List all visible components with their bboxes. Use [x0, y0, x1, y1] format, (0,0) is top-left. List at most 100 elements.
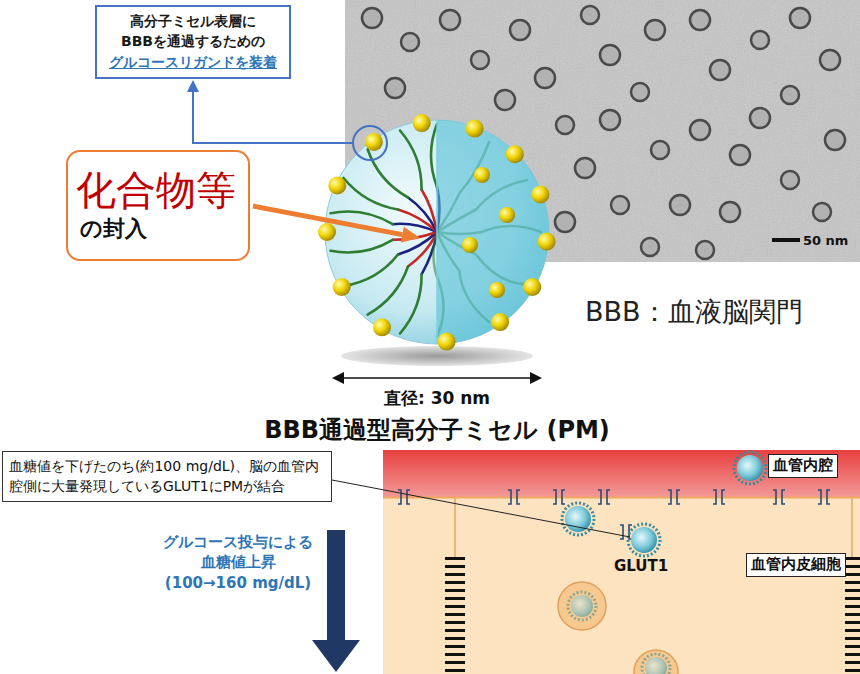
ligand-leader: [353, 126, 387, 160]
diameter-arrow: [530, 372, 542, 384]
micelle-icon: [562, 452, 766, 674]
micelle-icon: [631, 527, 657, 553]
tem-image: [670, 195, 690, 215]
polymer-micelle: [437, 120, 549, 344]
vessel-scene: [383, 450, 860, 497]
micelle-icon: [628, 524, 660, 556]
polymer-micelle: [438, 333, 456, 351]
tem-image: [510, 20, 530, 40]
tem-image: [645, 20, 665, 40]
polymer-micelle: [341, 346, 533, 366]
ligand-leader: [187, 80, 387, 160]
tem-image: [471, 51, 489, 69]
tem-image: [813, 203, 831, 221]
payload-arrow: [401, 227, 420, 243]
tem-image: [690, 120, 710, 140]
polymer-micelle: [474, 167, 490, 183]
vessel-scene: [818, 490, 830, 504]
down-arrow: [312, 530, 360, 672]
payload-arrow: [253, 206, 402, 235]
diameter-arrow: [342, 377, 532, 379]
tem-image: [730, 145, 750, 165]
vessel-scene: [383, 497, 860, 674]
diameter-arrow: [332, 372, 344, 384]
figure-heading: BBB通過型高分子ミセル (PM): [217, 414, 657, 446]
tem-image: [710, 60, 730, 80]
tem-image: [790, 8, 810, 28]
polymer-micelle: [506, 145, 524, 163]
polymer-micelle: [333, 278, 351, 296]
payload-text: の封入: [76, 214, 240, 245]
tem-image: [556, 116, 574, 134]
tem-image: [362, 8, 382, 28]
vessel-scene: [558, 582, 606, 630]
tem-image: [720, 202, 740, 222]
tem-image: [651, 141, 669, 159]
tem-image: [575, 158, 595, 178]
tem-image: [772, 238, 800, 242]
vessel-scene: [445, 557, 465, 674]
note-text: 血糖値を下げたのち(約100 mg/dL)、脳の血管内腔側に大量発現しているGL…: [9, 456, 325, 497]
endothelium-tag: 血管内皮細胞: [746, 553, 846, 577]
down-arrow: [327, 530, 345, 642]
region-name: 血管内皮細胞: [751, 555, 841, 575]
vessel-scene: [845, 557, 860, 674]
polymer-micelle: [499, 207, 515, 223]
tem-image: [440, 10, 460, 30]
vessel-scene: [508, 490, 520, 504]
payload-callout: 化合物等の封入: [66, 150, 250, 261]
ligand-callout: 高分子ミセル表層に BBBを通過するためのグルコースリガンドを装着: [95, 5, 291, 79]
micelle-icon: [568, 592, 670, 674]
polymer-micelle: [368, 149, 408, 197]
region-name: 血管内腔: [773, 456, 833, 476]
vessel-scene: [773, 490, 785, 504]
vessel-scene: [620, 525, 632, 539]
tem-image: [401, 33, 419, 51]
polymer-micelle: [400, 274, 422, 333]
ligand-text: グルコースリガンドを装着: [102, 52, 284, 73]
micelle-icon: [568, 592, 596, 620]
polymer-micelle: [413, 114, 431, 132]
polymer-micelle: [523, 278, 541, 296]
micelle-icon: [645, 657, 667, 674]
vessel-scene: [713, 490, 725, 504]
vessel-scene: [398, 490, 410, 504]
tem-image: [495, 90, 515, 110]
tem-image: [555, 212, 575, 232]
down-arrow: [312, 640, 360, 672]
tem-image: [600, 45, 620, 65]
tem-image: [641, 238, 659, 256]
payload-heading: 化合物等: [76, 166, 240, 214]
tem-image: [781, 86, 799, 104]
tem-image: [690, 10, 710, 30]
micelle-icon: [562, 503, 594, 535]
polymer-micelle: [538, 233, 556, 251]
tem-image: [696, 241, 714, 259]
vessel-scene: [332, 450, 860, 674]
dimension-label: 直径: 30 nm: [337, 387, 537, 410]
lumen-tag: 血管内腔: [768, 454, 838, 478]
tem-image: [825, 130, 845, 150]
vessel-scene: [851, 498, 853, 557]
micelle-icon: [737, 455, 763, 481]
polymer-micelle: [462, 237, 478, 253]
tem-image: [611, 196, 629, 214]
tem-image: [385, 78, 405, 98]
micelle-icon: [565, 506, 591, 532]
polymer-micelle: [531, 185, 549, 203]
polymer-micelle: [491, 313, 509, 331]
polymer-micelle: [325, 120, 549, 344]
polymer-micelle: [365, 133, 383, 151]
polymer-micelle: [400, 131, 422, 190]
polymer-micelle: [318, 223, 336, 241]
abbreviation-note: BBB：血液脳関門: [585, 294, 803, 330]
polymer-micelle: [328, 177, 346, 195]
scale-label: 50 nm: [803, 233, 848, 248]
tem-image: [781, 171, 799, 189]
vessel-scene: [454, 498, 456, 557]
micelle-icon: [571, 595, 593, 617]
polymer-micelle: [436, 120, 438, 344]
polymer-micelle: [489, 282, 505, 298]
